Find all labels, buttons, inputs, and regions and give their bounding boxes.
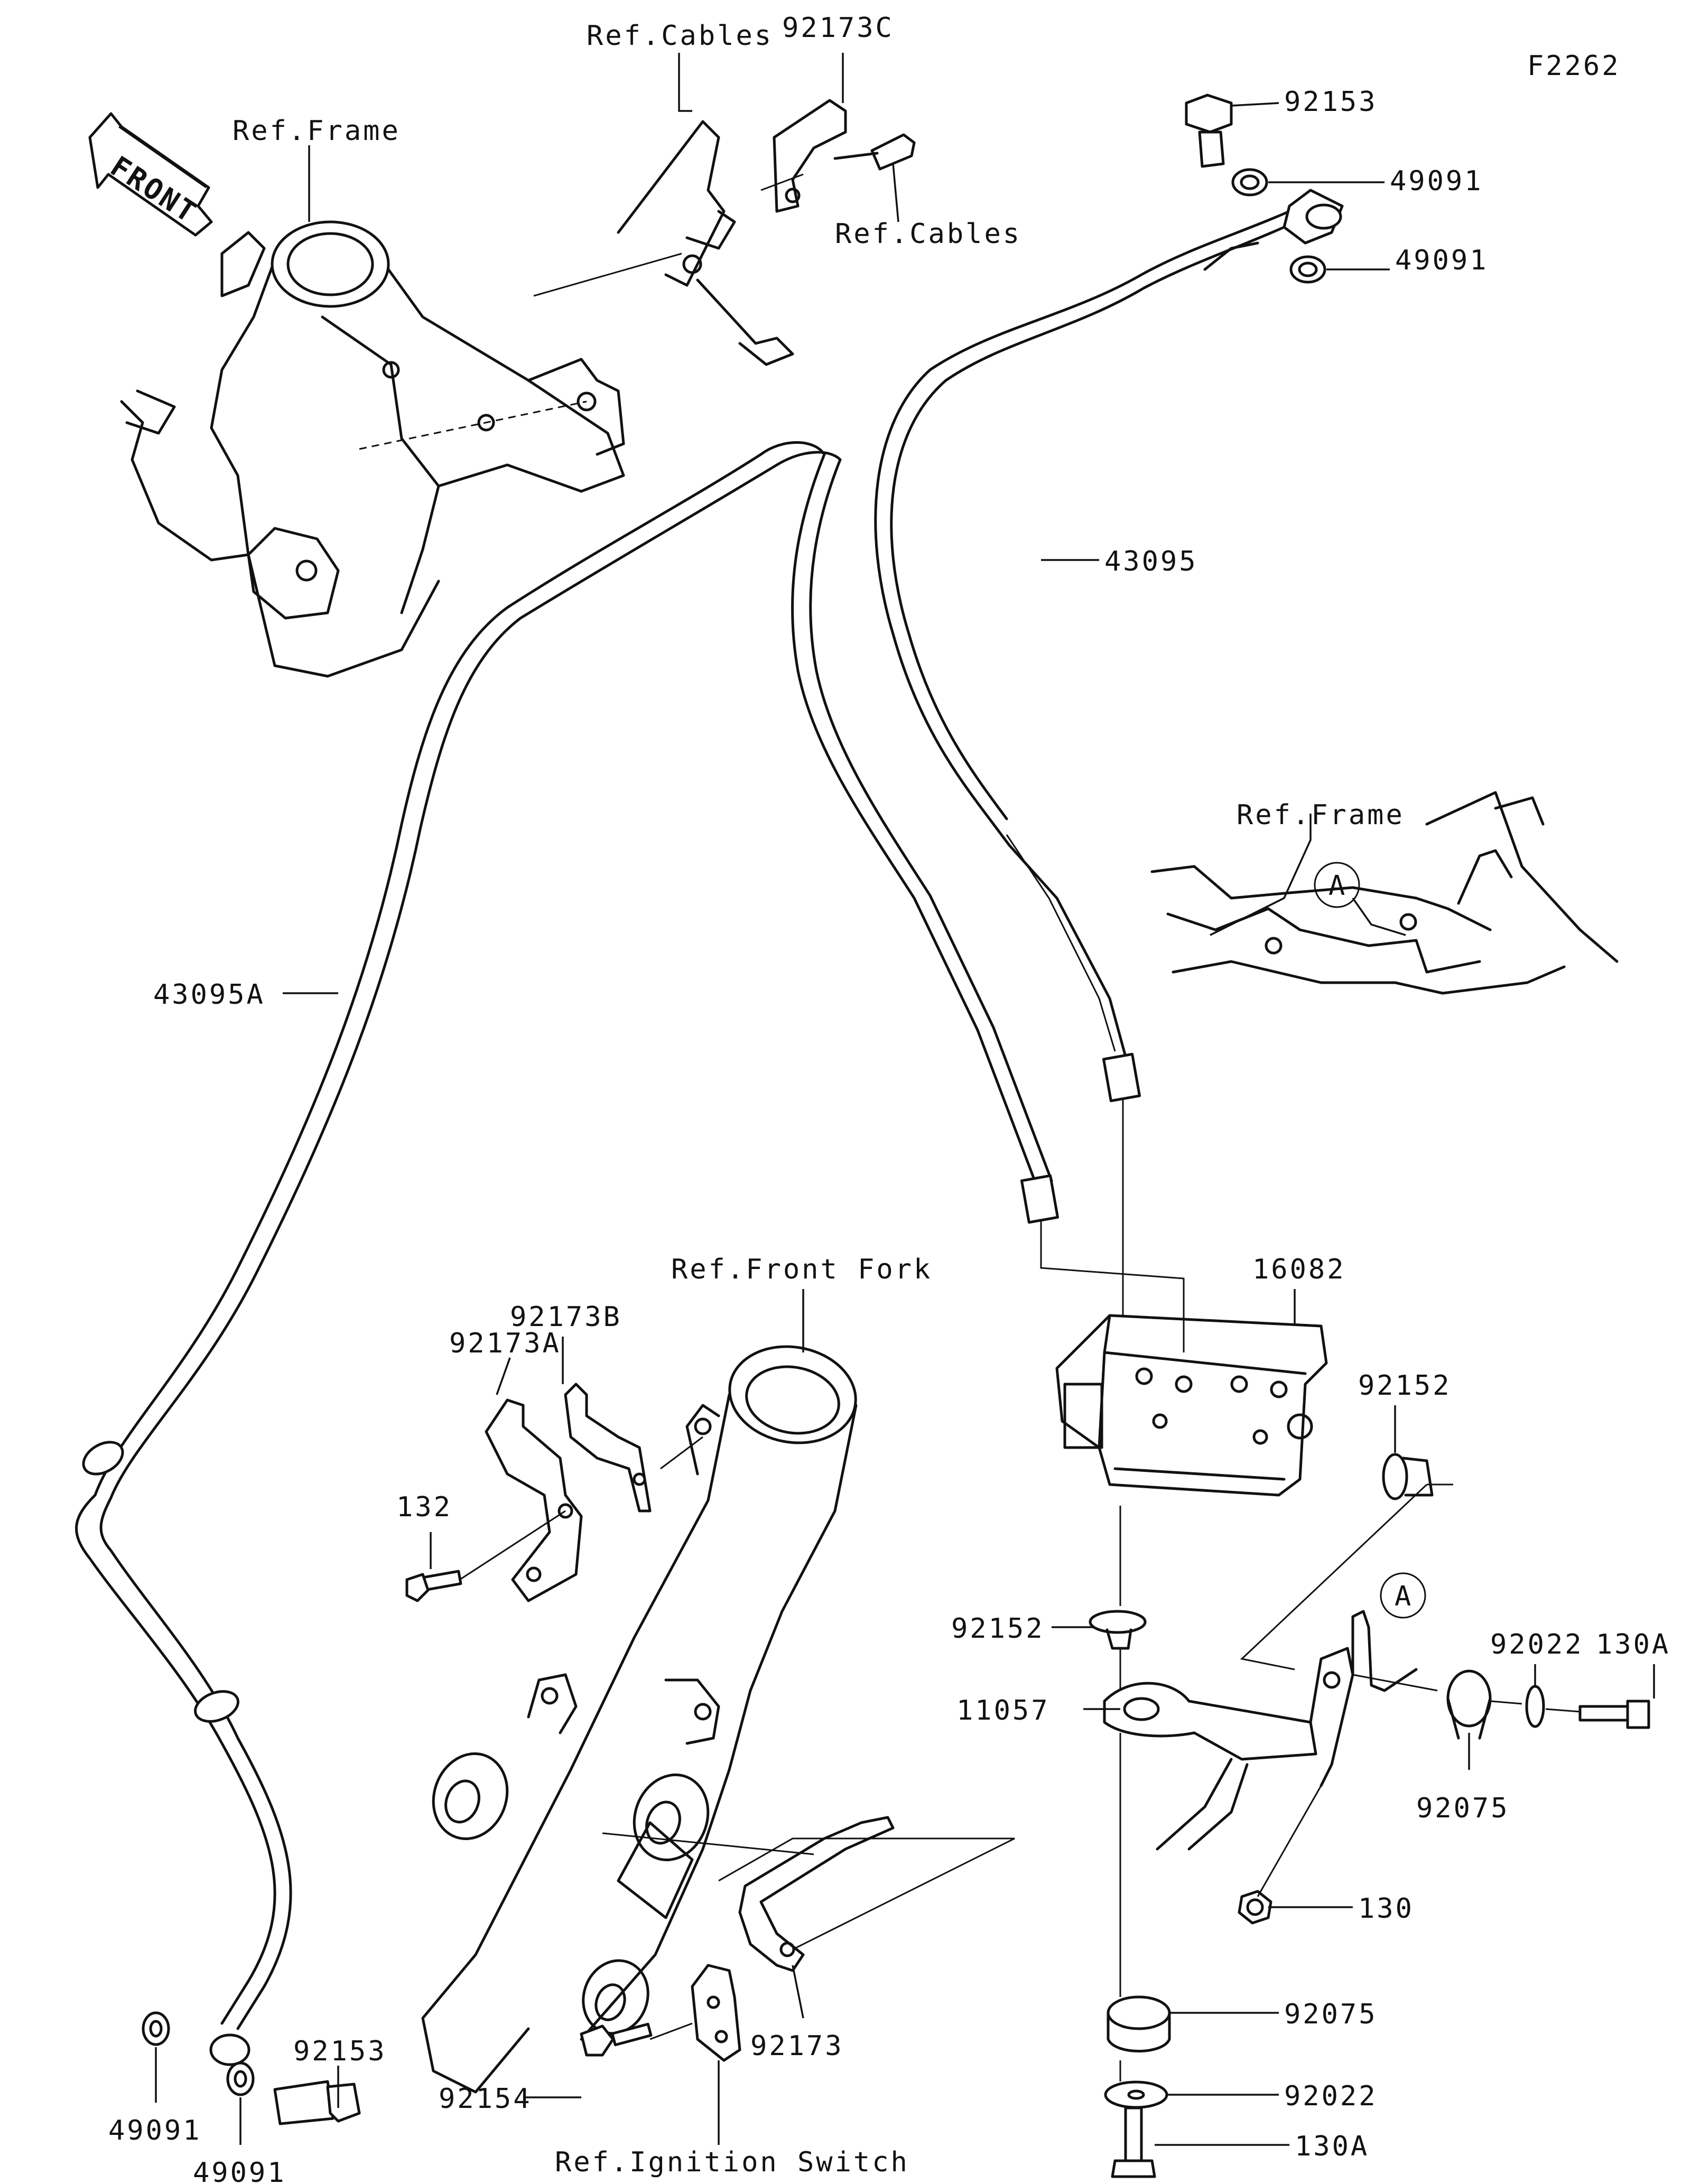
label-ref-cables-right: Ref.Cables: [835, 218, 1021, 250]
front-arrow-icon: FRONT: [88, 112, 213, 237]
washer-92022-bottom: [1104, 2080, 1168, 2109]
bolt-132: [405, 1570, 462, 1602]
damper-92075-bottom: [1107, 1995, 1171, 2052]
leader-lines: [155, 53, 1655, 2146]
label-ref-frame-right: Ref.Frame: [1237, 799, 1405, 831]
label-49091-top2: 49091: [1395, 245, 1489, 276]
front-fork-outer: [421, 1345, 858, 2094]
bracket-92173B: [564, 1383, 652, 1513]
banjo-bolt-92153-top: [1185, 94, 1233, 168]
callout-A-right: [1314, 862, 1360, 908]
label-92153-bottom: 92153: [293, 2036, 387, 2067]
label-11057: 11057: [956, 1695, 1050, 1726]
brake-hose-43095: [874, 189, 1344, 1103]
diagram-id: F2262: [1527, 50, 1621, 82]
label-132: 132: [396, 1491, 452, 1523]
label-ref-frame-top: Ref.Frame: [233, 115, 401, 147]
label-49091-bl1: 49091: [108, 2115, 202, 2146]
banjo-bolt-92153-bottom: [273, 2080, 361, 2125]
label-43095A: 43095A: [153, 979, 265, 1011]
label-49091-bl2: 49091: [193, 2157, 286, 2184]
damper-92075-right: [1446, 1669, 1492, 1740]
label-49091-top1: 49091: [1390, 165, 1483, 197]
steering-head-frame: [120, 220, 625, 678]
label-92173B: 92173B: [510, 1301, 622, 1333]
grommet-92152-right: [1382, 1453, 1434, 1500]
cable-bracket-top: [617, 99, 916, 366]
label-92075-bottom: 92075: [1284, 1999, 1378, 2030]
label-ref-cables-top: Ref.Cables: [587, 20, 773, 52]
washer-92022-right: [1525, 1685, 1545, 1728]
bracket-92173: [691, 1816, 895, 2062]
label-92152-right: 92152: [1358, 1370, 1452, 1402]
label-92173C: 92173C: [782, 12, 894, 44]
label-ref-ignition-switch: Ref.Ignition Switch: [555, 2146, 909, 2178]
bolt-130A-bottom: [1111, 2106, 1156, 2178]
label-callout-A1: A: [1328, 870, 1345, 902]
bolt-92154: [580, 2022, 653, 2057]
bolt-130: [1238, 1890, 1272, 1925]
label-43095: 43095: [1104, 546, 1198, 577]
washer-49091-top2: [1289, 255, 1326, 284]
label-92173: 92173: [750, 2030, 844, 2062]
washer-49091-bl2: [226, 2061, 255, 2096]
brake-hose-43095A: [75, 441, 1059, 2066]
bracket-92173A: [485, 1398, 583, 1602]
washer-49091-bl1: [142, 2011, 170, 2046]
label-92153-top: 92153: [1284, 86, 1378, 118]
label-92154: 92154: [439, 2083, 532, 2115]
label-92152-left: 92152: [951, 1613, 1045, 1645]
frame-right-detail: [1150, 791, 1619, 995]
label-130A-bottom: 130A: [1295, 2131, 1369, 2162]
label-callout-A2: A: [1395, 1581, 1411, 1612]
label-92022-right: 92022: [1490, 1629, 1584, 1660]
callout-A-bottom: [1380, 1572, 1426, 1619]
label-16082: 16082: [1252, 1254, 1346, 1285]
bracket-11057: [1103, 1610, 1418, 1851]
label-92022-bottom: 92022: [1284, 2080, 1378, 2112]
abs-unit-16082: [1055, 1314, 1328, 1497]
washer-49091-top1: [1231, 168, 1268, 197]
label-92173A: 92173A: [449, 1328, 561, 1359]
label-130A-right: 130A: [1596, 1629, 1670, 1660]
bolt-130A-right: [1578, 1700, 1650, 1729]
label-130: 130: [1358, 1893, 1414, 1925]
label-ref-front-fork: Ref.Front Fork: [671, 1254, 932, 1285]
label-92075-right: 92075: [1416, 1793, 1510, 1824]
grommet-92152-left: [1089, 1610, 1147, 1650]
